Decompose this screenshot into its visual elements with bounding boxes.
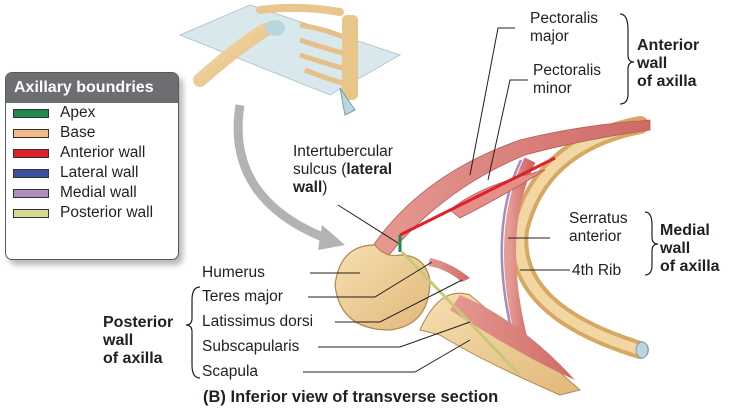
label-line: Intertubercular: [293, 143, 393, 160]
label-anterior-wall: Anterior wall of axilla: [637, 37, 699, 91]
label-bold: lateral: [346, 161, 393, 178]
label-line: Posterior: [103, 314, 174, 331]
swatch-lateral-wall: [13, 168, 49, 178]
swatch-medial-wall: [13, 188, 49, 198]
label-line: Anterior: [637, 37, 700, 54]
legend-label: Apex: [60, 104, 96, 121]
legend-item-posterior-wall: Posterior wall: [13, 203, 178, 223]
swatch-posterior-wall: [13, 208, 49, 218]
legend-item-base: Base: [13, 123, 178, 143]
legend-label: Posterior wall: [60, 204, 154, 221]
label-latissimus-dorsi: Latissimus dorsi: [202, 313, 314, 330]
label-pectoralis-major: Pectoralis major: [530, 10, 598, 46]
label-line: of axilla: [637, 73, 697, 90]
label-humerus: Humerus: [202, 264, 265, 281]
swatch-apex: [13, 108, 49, 118]
label-serratus-anterior: Serratus anterior: [569, 210, 628, 246]
skeleton-thumbnail: [178, 3, 402, 116]
label-scapula: Scapula: [202, 363, 259, 380]
label-line: Serratus: [569, 210, 628, 227]
label-subscapularis: Subscapularis: [202, 338, 300, 355]
label-line: minor: [533, 80, 572, 97]
label-line: Medial: [660, 222, 710, 239]
legend: Axillary boundries Apex Base Anterior wa…: [5, 72, 179, 260]
legend-item-medial-wall: Medial wall: [13, 183, 178, 203]
pectoralis-major: [369, 119, 651, 261]
legend-label: Medial wall: [60, 184, 137, 201]
legend-title: Axillary boundries: [6, 73, 178, 103]
label-pectoralis-minor: Pectoralis minor: [533, 62, 601, 98]
label-line: wall: [637, 55, 668, 72]
label-line: Pectoralis: [533, 62, 602, 79]
label-posterior-wall: Posterior wall of axilla: [103, 314, 173, 368]
label-teres-major: Teres major: [202, 288, 283, 305]
label-4th-rib: 4th Rib: [572, 262, 622, 279]
legend-item-anterior-wall: Anterior wall: [13, 143, 178, 163]
swatch-anterior-wall: [13, 148, 49, 158]
subscapularis: [450, 295, 575, 380]
legend-label: Anterior wall: [60, 144, 146, 161]
label-line: sulcus (: [293, 161, 347, 178]
swatch-base: [13, 128, 49, 138]
pectoralis-minor: [449, 169, 546, 219]
label-line: of axilla: [103, 350, 163, 367]
label-intertubercular-sulcus: Intertubercular sulcus (lateral wall): [293, 143, 393, 197]
label-bold: wall: [293, 179, 323, 196]
label-line: wall: [103, 332, 134, 349]
legend-label: Base: [60, 124, 96, 141]
label-medial-wall: Medial wall of axilla: [660, 222, 720, 276]
label-line: Pectoralis: [530, 10, 599, 27]
label-line: major: [530, 28, 569, 45]
legend-item-lateral-wall: Lateral wall: [13, 163, 178, 183]
legend-item-apex: Apex: [13, 103, 178, 123]
label-line: ): [322, 179, 328, 196]
view-direction-arrow: [233, 104, 332, 245]
label-line: of axilla: [660, 258, 720, 275]
figure-caption: (B) Inferior view of transverse section: [203, 388, 499, 406]
legend-label: Lateral wall: [60, 164, 139, 181]
humerus: [334, 244, 431, 331]
label-line: anterior: [569, 228, 622, 245]
label-line: wall: [660, 240, 691, 257]
